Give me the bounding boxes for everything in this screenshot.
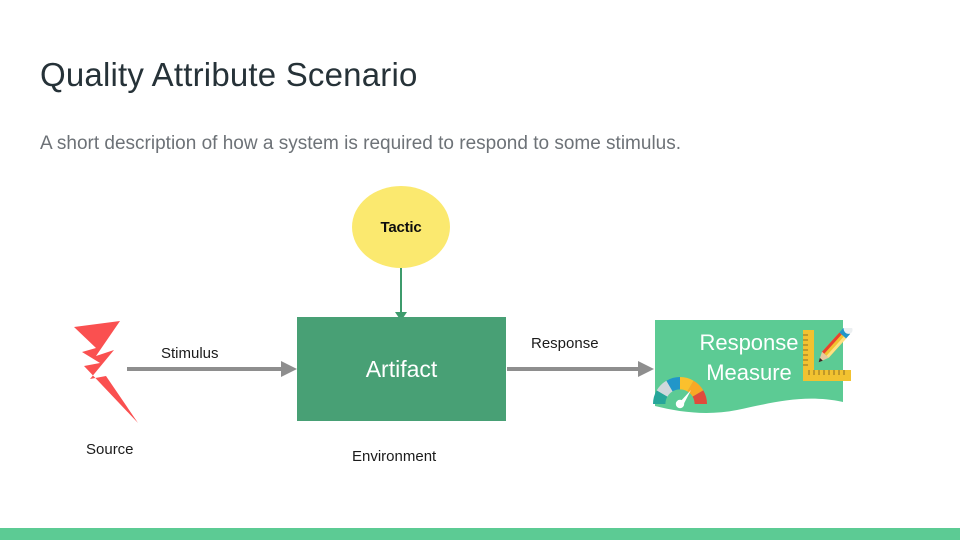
source-label: Source: [86, 441, 134, 458]
response-arrow-line: [507, 367, 640, 371]
environment-label: Environment: [352, 448, 437, 465]
footer-accent-bar: [0, 528, 960, 540]
gauge-icon: [653, 377, 707, 409]
arrow-down-icon: [395, 312, 407, 321]
ruler-pencil-icon: [803, 328, 853, 381]
lightning-bolt-icon: [74, 321, 138, 423]
artifact-node: Artifact: [297, 317, 506, 421]
response-arrow-head-icon: [638, 361, 654, 377]
stimulus-label: Stimulus: [161, 345, 219, 362]
page-subtitle: A short description of how a system is r…: [40, 133, 682, 154]
artifact-label: Artifact: [365, 355, 438, 382]
tactic-label: Tactic: [380, 218, 422, 236]
stimulus-arrow-line: [127, 367, 283, 371]
response-measure-node: Response Measure: [653, 320, 853, 416]
page-title: Quality Attribute Scenario: [40, 56, 418, 93]
stimulus-arrow-head-icon: [281, 361, 297, 377]
tactic-arrow-line: [400, 268, 402, 314]
response-label: Response: [531, 335, 599, 352]
tactic-node: Tactic: [352, 186, 450, 268]
